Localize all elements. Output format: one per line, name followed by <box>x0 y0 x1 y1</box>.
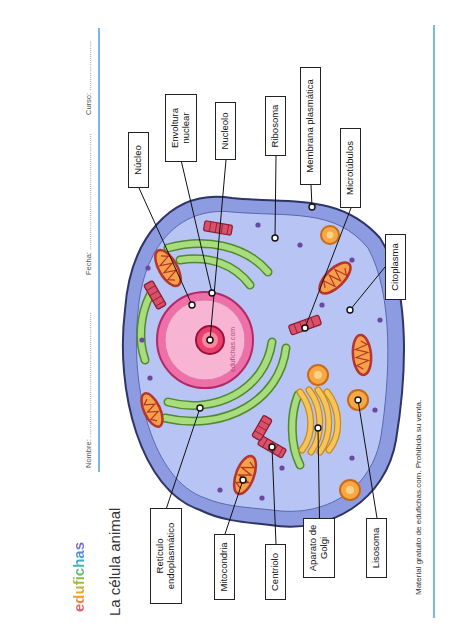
part-name: Mitocondria <box>219 539 230 595</box>
leader-dots <box>189 204 361 483</box>
er-fill <box>141 244 300 465</box>
lysosome-core <box>354 396 362 404</box>
label-box: Centriolo <box>265 544 286 600</box>
watermark: edufichas.com <box>229 327 236 372</box>
part-name: Centriolo <box>270 549 281 595</box>
lysosomes <box>308 226 368 500</box>
part-name: Membrana plasmática <box>305 72 316 180</box>
microtubule <box>288 315 321 335</box>
part-name: Lisosoma <box>371 523 382 573</box>
label-box: Citoplasma <box>385 234 406 300</box>
er-outline <box>141 244 300 465</box>
nucleolus-core <box>207 337 214 344</box>
lysosome-core <box>346 486 354 494</box>
mitochondrion <box>137 390 167 429</box>
ribosomes <box>139 222 382 500</box>
lysosome-core <box>327 232 334 239</box>
endoplasmic-reticulum <box>141 244 300 465</box>
nucleolus <box>196 326 224 354</box>
date-field: Fecha: .................................… <box>84 133 93 275</box>
lysosome <box>308 365 328 385</box>
centriole <box>252 415 273 441</box>
mitochondrion <box>230 453 261 497</box>
nucleoplasm <box>165 300 245 380</box>
part-name: Microtúbulos <box>345 133 356 203</box>
label-box: Nucleolo <box>215 102 236 160</box>
label-box: Mitocondria <box>214 534 235 600</box>
golgi-apparatus <box>300 390 338 452</box>
page-title: La célula animal <box>106 508 123 616</box>
label-box: Núcleo <box>128 132 149 188</box>
nuclear-envelope <box>157 292 253 388</box>
logo: edufichas <box>70 542 87 612</box>
label-box: Envoltura nuclear <box>165 94 197 162</box>
golgi-outline <box>300 390 338 452</box>
part-name: Ribosoma <box>270 101 281 151</box>
lysosome <box>321 226 339 244</box>
nucleus <box>157 292 253 388</box>
part-name: Citoplasma <box>390 239 401 295</box>
mitochondrion <box>351 334 372 375</box>
header-rule <box>98 28 100 472</box>
course-field: Curso: ........................ <box>84 41 93 115</box>
part-name: Núcleo <box>133 137 144 183</box>
label-box: Aparato de Golgi <box>303 518 335 578</box>
part-name: Retículo endoplasmático <box>155 513 177 599</box>
label-box: Microtúbulos <box>340 128 361 208</box>
label-box: Ribosoma <box>265 96 286 156</box>
name-field: Nombre: ................................… <box>84 312 93 468</box>
leader-lines <box>139 156 385 544</box>
part-name: Envoltura nuclear <box>170 99 192 157</box>
microtubule <box>203 221 232 236</box>
footer-rule <box>433 25 435 618</box>
golgi-fill <box>300 390 338 452</box>
cytoplasm <box>136 211 387 511</box>
part-name: Aparato de Golgi <box>308 523 330 573</box>
mitochondrion <box>314 257 355 298</box>
lysosome <box>348 390 368 410</box>
lysosome-core <box>314 371 322 379</box>
microtubule <box>144 280 167 309</box>
mitochondria <box>137 246 373 497</box>
lysosome <box>340 480 360 500</box>
label-box: Lisosoma <box>366 518 387 578</box>
label-box: Retículo endoplasmático <box>150 508 182 604</box>
part-name: Nucleolo <box>220 107 231 155</box>
label-box: Membrana plasmática <box>300 67 321 185</box>
footer-note: Material gratuito de edufichas.com. Proh… <box>414 400 423 595</box>
